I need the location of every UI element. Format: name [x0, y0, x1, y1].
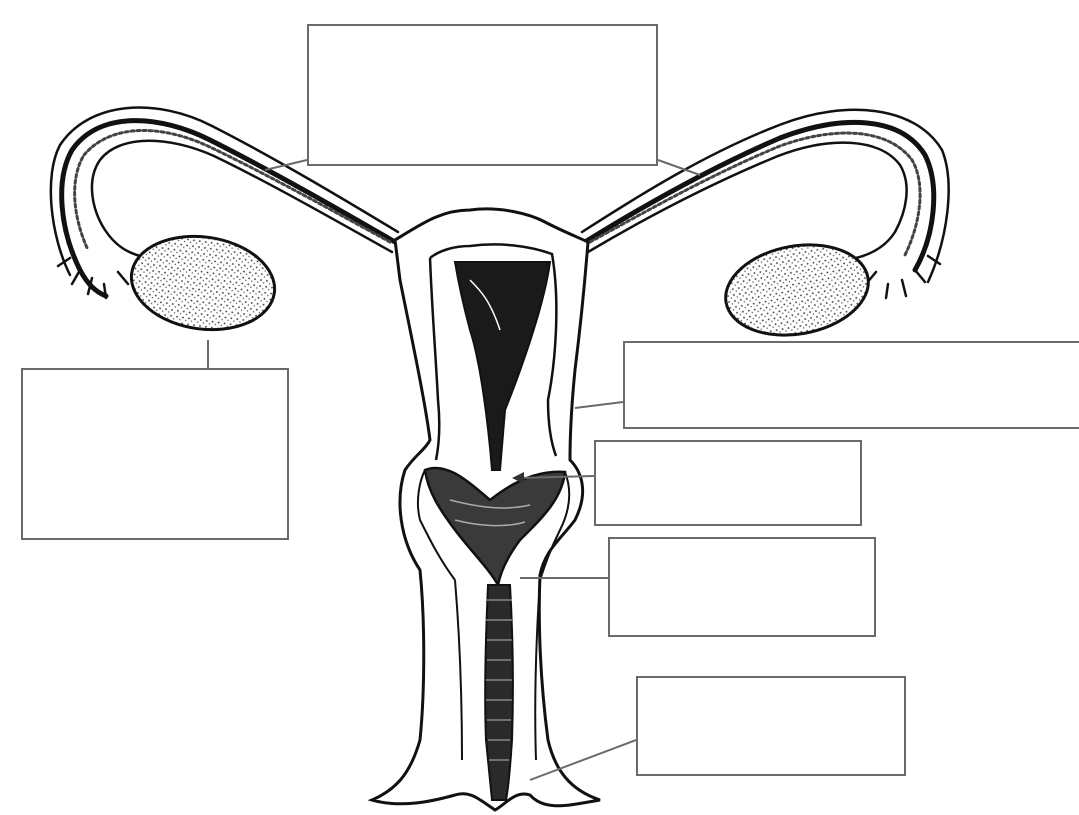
label-box-mid-2[interactable] [608, 537, 876, 637]
label-box-right-long[interactable] [623, 341, 1079, 429]
label-box-mid-1[interactable] [594, 440, 862, 526]
label-box-bottom[interactable] [636, 676, 906, 776]
pointer-right-long [575, 402, 623, 408]
right-ovary [718, 234, 875, 346]
label-box-left[interactable] [21, 368, 289, 540]
label-box-top[interactable] [307, 24, 658, 166]
pointer-top-left [265, 160, 307, 170]
left-ovary [125, 227, 280, 338]
